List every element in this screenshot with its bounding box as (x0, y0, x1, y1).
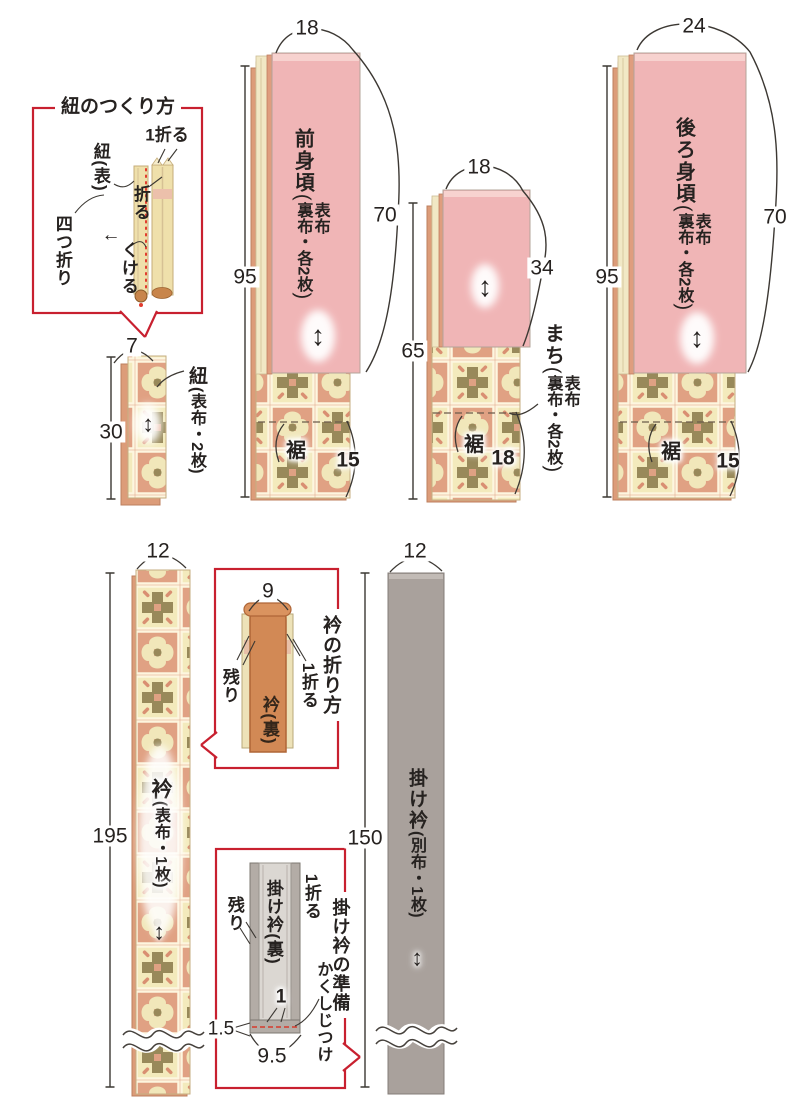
front-hem-label: 裾 (286, 440, 306, 462)
grain-arrow-icon: ↕ (311, 320, 325, 351)
front-width-label: 18 (292, 17, 322, 39)
himo-howto-box (31, 106, 204, 338)
fold-direction-arrow-icon: ← (101, 224, 121, 246)
back-hem-label: 裾 (661, 441, 681, 463)
remainder-label: 残り (224, 896, 244, 932)
kake-ura-label: 掛け衿(裏) (263, 879, 283, 965)
eri-length-label: 195 (89, 825, 131, 847)
eri-piece (105, 554, 205, 1097)
eri-label: 衿(表布・1枚) (149, 777, 173, 889)
fabric-outer: 表布 (692, 212, 710, 245)
fabric-lining: 裏布 (544, 374, 562, 407)
machi-width-label: 18 (464, 156, 494, 178)
kake-prep-box-title: 掛け衿の準備 (329, 892, 351, 1018)
label-glow (138, 745, 182, 935)
himo-piece (106, 349, 185, 506)
himo-piece-label: 紐(表布・2枚) (185, 365, 207, 475)
front-lining-height-label: 70 (370, 204, 400, 226)
fabric-columns: 表布裏布 (544, 374, 579, 407)
piece-spec: (表布・2枚) (187, 386, 205, 475)
grain-arrow-icon: ↕ (690, 322, 704, 353)
front-hem-height-label: 15 (336, 448, 360, 472)
kake-length-label: 150 (344, 827, 386, 849)
fold-one-label: 1折る (145, 125, 189, 145)
piece-count: ・各2枚 (675, 244, 693, 304)
machi-total-height-label: 65 (398, 340, 428, 362)
fabric-lining: 裏布 (294, 201, 312, 234)
kake-width-label: 12 (400, 540, 430, 562)
piece-count: ・各2枚 (544, 406, 562, 466)
paren-close: ) (672, 303, 695, 312)
hidden-basting-label: かくしじつけ (314, 961, 332, 1063)
grain-arrow-icon: ↕ (478, 271, 492, 302)
back-body-label: 後ろ身頃(表布裏布・各2枚) (672, 117, 709, 311)
machi-hem-height-label: 18 (491, 446, 515, 470)
grain-glow (301, 310, 335, 362)
kake-eri-label: 掛け衿(別布・1枚) (405, 767, 427, 919)
back-lining-height-label: 70 (760, 206, 790, 228)
paren-open: ( (291, 193, 314, 202)
grain-arrow-icon: ↕ (142, 410, 154, 437)
kake-eri-piece (360, 557, 458, 1095)
piece-spec: (表布・1枚) (152, 800, 170, 889)
himo-box-title: 紐のつくり方 (54, 96, 182, 118)
fabric-columns: 表布裏布 (294, 201, 329, 234)
grain-glow (471, 264, 499, 308)
paren-open: ( (541, 366, 564, 375)
grain-glow (135, 404, 161, 444)
front-body-piece (240, 28, 400, 501)
machi-lining-height-label: 34 (527, 257, 557, 279)
kake-fold-width-label: 1 (275, 986, 287, 1008)
grain-arrow-icon: ↕ (411, 944, 423, 971)
kake-bottom-width-label: 9.5 (254, 1045, 290, 1067)
piece-name: 掛け衿 (405, 767, 427, 831)
machi-hem-label: 裾 (464, 434, 484, 456)
himo-front-label: 紐(表) (90, 142, 110, 192)
fabric-columns: 表布裏布 (675, 212, 710, 245)
eri-fold-width-label: 9 (259, 580, 277, 602)
piece-name: まち (541, 322, 564, 367)
back-hem-height-label: 15 (716, 449, 740, 473)
machi-piece (408, 165, 547, 503)
back-total-height-label: 95 (592, 266, 622, 288)
fold-one-label: 1折る (301, 873, 321, 921)
fabric-lining: 裏布 (675, 212, 693, 245)
kake-seam-label: 1.5 (205, 1018, 237, 1040)
himo-height-label: 30 (96, 421, 126, 443)
piece-name: 後ろ身頃 (672, 116, 695, 205)
eri-fold-box-title: 衿の折り方 (319, 609, 341, 721)
eri-fold-box (200, 567, 340, 770)
himo-width-label: 7 (123, 335, 141, 357)
remainder-label: 残り (219, 668, 239, 704)
piece-name: 前身頃 (291, 127, 314, 194)
fold-label: 折る (130, 185, 150, 221)
piece-name: 紐 (185, 365, 207, 387)
front-total-height-label: 95 (230, 266, 260, 288)
piece-spec: (別布・1枚) (407, 830, 425, 919)
grain-arrow-icon: ↕ (153, 918, 165, 945)
back-width-label: 24 (679, 15, 709, 37)
paren-open: ( (672, 204, 695, 213)
machi-label: まち(表布裏布・各2枚) (541, 323, 578, 473)
paren-close: ) (541, 465, 564, 474)
fabric-outer: 表布 (561, 374, 579, 407)
back-body-piece (602, 23, 778, 501)
piece-name: 衿 (149, 777, 173, 801)
grain-glow (680, 312, 714, 364)
fold-one-label: 1折る (298, 662, 318, 710)
eri-ura-label: 衿(裏) (259, 695, 279, 745)
piece-count: ・各2枚 (294, 233, 312, 293)
paren-close: ) (291, 292, 314, 301)
front-body-label: 前身頃(表布裏布・各2枚) (291, 128, 328, 300)
quarter-fold-label: 四つ折り (52, 215, 72, 287)
fabric-outer: 表布 (311, 201, 329, 234)
blindstitch-label: くける (118, 241, 138, 295)
eri-width-label: 12 (143, 540, 173, 562)
